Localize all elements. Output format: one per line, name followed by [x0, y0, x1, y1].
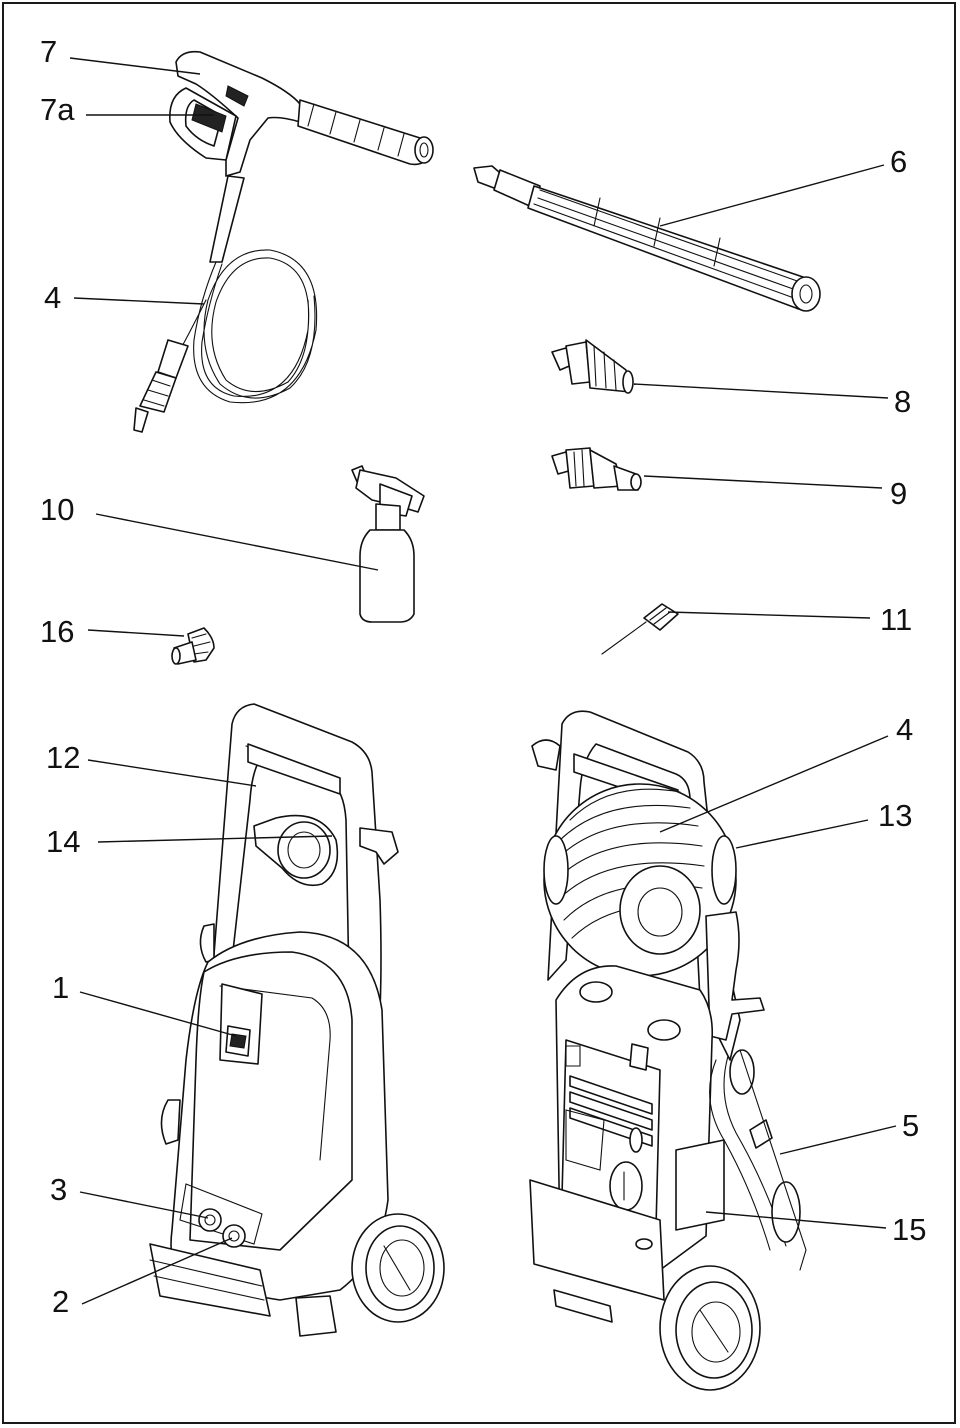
- label-9: 9: [890, 476, 907, 511]
- nozzle-cleaning-needle: [601, 603, 679, 655]
- label-14: 14: [46, 824, 80, 859]
- rotary-nozzle: [551, 339, 634, 394]
- water-inlet: [198, 1208, 222, 1232]
- label-15: 15: [892, 1212, 926, 1247]
- label-7a: 7a: [40, 92, 75, 127]
- label-4-hose: 4: [44, 280, 61, 315]
- label-8: 8: [894, 384, 911, 419]
- label-7: 7: [40, 34, 57, 69]
- detergent-bottle: [351, 465, 425, 623]
- callout-labels: 7 7a 6 4 8 10 9 16 11 12 4 14 13 1 5 3 1…: [40, 34, 926, 1319]
- trigger-gun: [169, 50, 434, 263]
- hose-reel: [543, 783, 737, 977]
- label-10: 10: [40, 492, 74, 527]
- label-5: 5: [902, 1108, 919, 1143]
- label-3: 3: [50, 1172, 67, 1207]
- high-pressure-hose: [133, 249, 318, 433]
- power-cord: [709, 1049, 801, 1251]
- machine-front-view: [149, 703, 445, 1337]
- label-12: 12: [46, 740, 80, 775]
- label-1: 1: [52, 970, 69, 1005]
- spray-lance: [473, 165, 821, 312]
- label-6: 6: [890, 144, 907, 179]
- machine-rear-view: [529, 710, 807, 1391]
- accessory-storage: [675, 1139, 725, 1231]
- label-13: 13: [878, 798, 912, 833]
- label-16: 16: [40, 614, 74, 649]
- label-11: 11: [880, 602, 912, 637]
- leader-lines: [69, 57, 897, 1305]
- label-4-reel: 4: [896, 712, 913, 747]
- water-outlet: [222, 1224, 246, 1248]
- hose-adapter: [171, 627, 215, 665]
- variable-nozzle: [551, 447, 642, 491]
- label-2: 2: [52, 1284, 69, 1319]
